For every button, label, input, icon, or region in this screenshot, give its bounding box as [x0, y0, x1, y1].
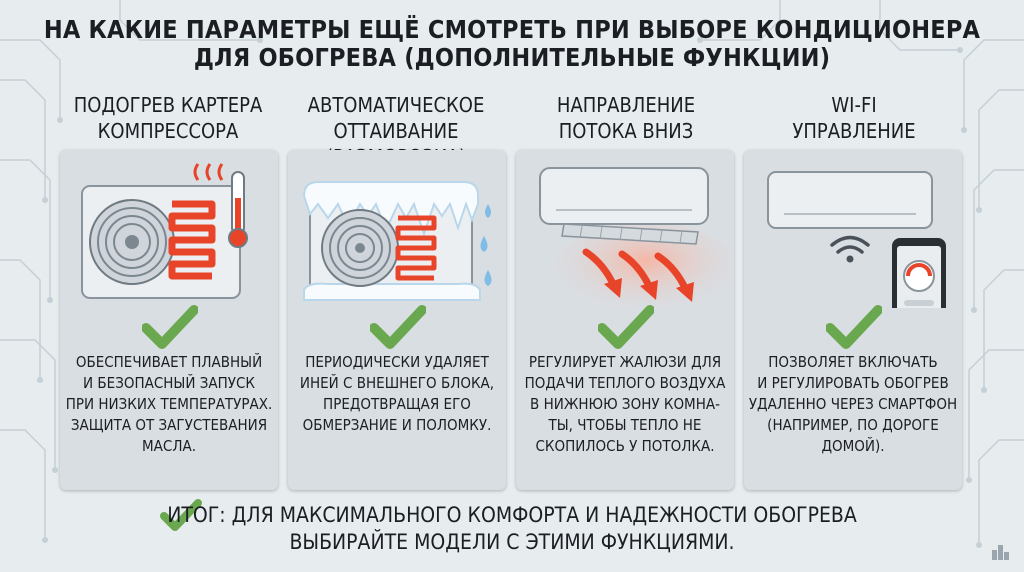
- title-line-2: ДЛЯ ОБОГРЕВА (ДОПОЛНИТЕЛЬНЫЕ ФУНКЦИИ): [193, 43, 831, 72]
- heated-outdoor-unit-icon: [81, 163, 248, 299]
- check-icon: [826, 305, 882, 349]
- corner-logo-icon: [992, 545, 1009, 560]
- feature-description-crankcase: ОБЕСПЕЧИВАЕТ ПЛАВНЫЙ И БЕЗОПАСНЫЙ ЗАПУСК…: [65, 353, 273, 455]
- feature-description-wifi: ПОЗВОЛЯЕТ ВКЛЮЧАТЬ И РЕГУЛИРОВАТЬ ОБОГРЕ…: [748, 353, 958, 455]
- frozen-outdoor-unit-icon: [302, 181, 492, 301]
- summary-check-icon: [160, 499, 202, 531]
- summary-line-2: ВЫБИРАЙТЕ МОДЕЛИ С ЭТИМИ ФУНКЦИЯМИ.: [289, 530, 735, 554]
- feature-description-defrost: ПЕРИОДИЧЕСКИ УДАЛЯЕТ ИНЕЙ С ВНЕШНЕГО БЛО…: [299, 353, 495, 434]
- check-icon: [370, 305, 426, 349]
- check-icon: [142, 305, 198, 349]
- indoor-unit-airflow-down-icon: [539, 167, 734, 308]
- feature-card-airflow: РЕГУЛИРУЕТ ЖАЛЮЗИ ДЛЯ ПОДАЧИ ТЕПЛОГО ВОЗ…: [516, 150, 734, 490]
- feature-heading-airflow: НАПРАВЛЕНИЕ ПОТОКА ВНИЗ: [556, 93, 696, 143]
- title-line-1: НА КАКИЕ ПАРАМЕТРЫ ЕЩЁ СМОТРЕТЬ ПРИ ВЫБО…: [43, 15, 981, 44]
- feature-card-defrost: ПЕРИОДИЧЕСКИ УДАЛЯЕТ ИНЕЙ С ВНЕШНЕГО БЛО…: [288, 150, 506, 490]
- summary-text: ИТОГ: ДЛЯ МАКСИМАЛЬНОГО КОМФОРТА И НАДЕЖ…: [0, 502, 1024, 556]
- summary-line-1: ИТОГ: ДЛЯ МАКСИМАЛЬНОГО КОМФОРТА И НАДЕЖ…: [167, 503, 857, 527]
- feature-card-crankcase: ОБЕСПЕЧИВАЕТ ПЛАВНЫЙ И БЕЗОПАСНЫЙ ЗАПУСК…: [60, 150, 278, 490]
- wifi-smartphone-icon: [767, 171, 946, 308]
- feature-heading-wifi: WI-FI УПРАВЛЕНИЕ: [792, 93, 916, 143]
- feature-description-airflow: РЕГУЛИРУЕТ ЖАЛЮЗИ ДЛЯ ПОДАЧИ ТЕПЛОГО ВОЗ…: [524, 353, 726, 455]
- check-icon: [598, 305, 654, 349]
- feature-heading-crankcase: ПОДОГРЕВ КАРТЕРА КОМПРЕССОРА: [73, 93, 263, 143]
- feature-card-wifi: ПОЗВОЛЯЕТ ВКЛЮЧАТЬ И РЕГУЛИРОВАТЬ ОБОГРЕ…: [744, 150, 962, 490]
- page-title: НА КАКИЕ ПАРАМЕТРЫ ЕЩЁ СМОТРЕТЬ ПРИ ВЫБО…: [0, 16, 1024, 72]
